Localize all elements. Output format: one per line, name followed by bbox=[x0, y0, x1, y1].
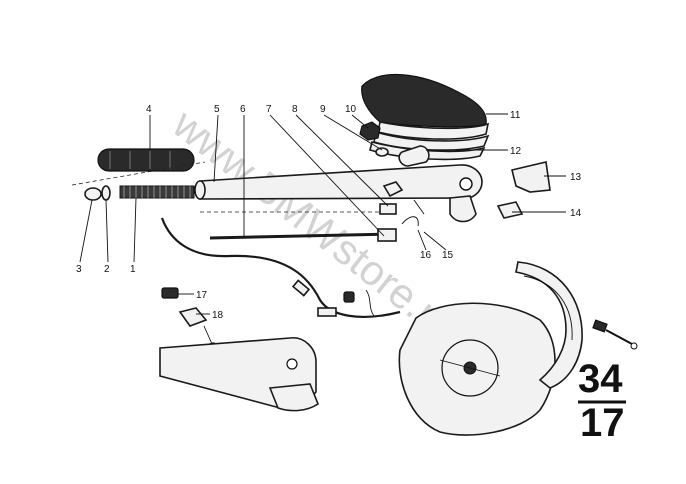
assembly-axis bbox=[71, 161, 206, 186]
part-12-bushing bbox=[398, 145, 430, 167]
part-14-clip bbox=[496, 201, 524, 219]
part-3-cap bbox=[84, 187, 102, 201]
section-group-number: 34 bbox=[578, 357, 623, 401]
cable-clamp bbox=[343, 291, 355, 303]
callout-7: 7 bbox=[266, 104, 272, 115]
callout-18: 18 bbox=[212, 310, 224, 321]
callout-5: 5 bbox=[214, 104, 220, 115]
adjuster-pin bbox=[592, 319, 638, 350]
part-15-pin bbox=[413, 199, 425, 215]
part-9-washer bbox=[375, 147, 389, 157]
callout-12: 12 bbox=[510, 146, 522, 157]
callout-9: 9 bbox=[320, 104, 326, 115]
callout-17: 17 bbox=[196, 290, 208, 301]
part-16-spring-pin bbox=[401, 216, 419, 227]
callout-6: 6 bbox=[240, 104, 246, 115]
part-1-spring bbox=[119, 185, 195, 199]
callout-4: 4 bbox=[146, 104, 152, 115]
callout-2: 2 bbox=[104, 264, 110, 275]
cable-spring-clip bbox=[365, 289, 375, 317]
handbrake-cable bbox=[160, 217, 401, 318]
section-number: 34 17 bbox=[578, 357, 626, 445]
callout-8: 8 bbox=[292, 104, 298, 115]
part-17-nipple bbox=[161, 287, 179, 299]
part-5-lever bbox=[194, 164, 483, 223]
part-6-push-rod bbox=[209, 228, 397, 242]
callout-13: 13 bbox=[570, 172, 582, 183]
callout-16: 16 bbox=[420, 250, 432, 261]
part-8-clip bbox=[382, 181, 404, 198]
callout-10: 10 bbox=[345, 104, 357, 115]
callout-3: 3 bbox=[76, 264, 82, 275]
brake-shoe bbox=[515, 261, 583, 389]
section-subgroup-number: 17 bbox=[580, 401, 625, 445]
callout-15: 15 bbox=[442, 250, 454, 261]
leader-lines bbox=[79, 113, 566, 315]
console-bracket bbox=[159, 337, 319, 412]
part-13-bracket bbox=[511, 161, 551, 193]
part-2-washer bbox=[101, 185, 111, 201]
callout-labels: 1 2 3 4 5 6 7 8 9 10 11 12 13 14 15 16 1… bbox=[76, 104, 582, 321]
part-4-grip bbox=[97, 148, 195, 172]
part-7-pawl bbox=[379, 203, 397, 215]
callout-14: 14 bbox=[570, 208, 582, 219]
brake-backing-plate bbox=[398, 302, 556, 436]
part-10-nut bbox=[359, 121, 381, 141]
callout-11: 11 bbox=[510, 110, 521, 121]
callout-1: 1 bbox=[130, 264, 136, 275]
